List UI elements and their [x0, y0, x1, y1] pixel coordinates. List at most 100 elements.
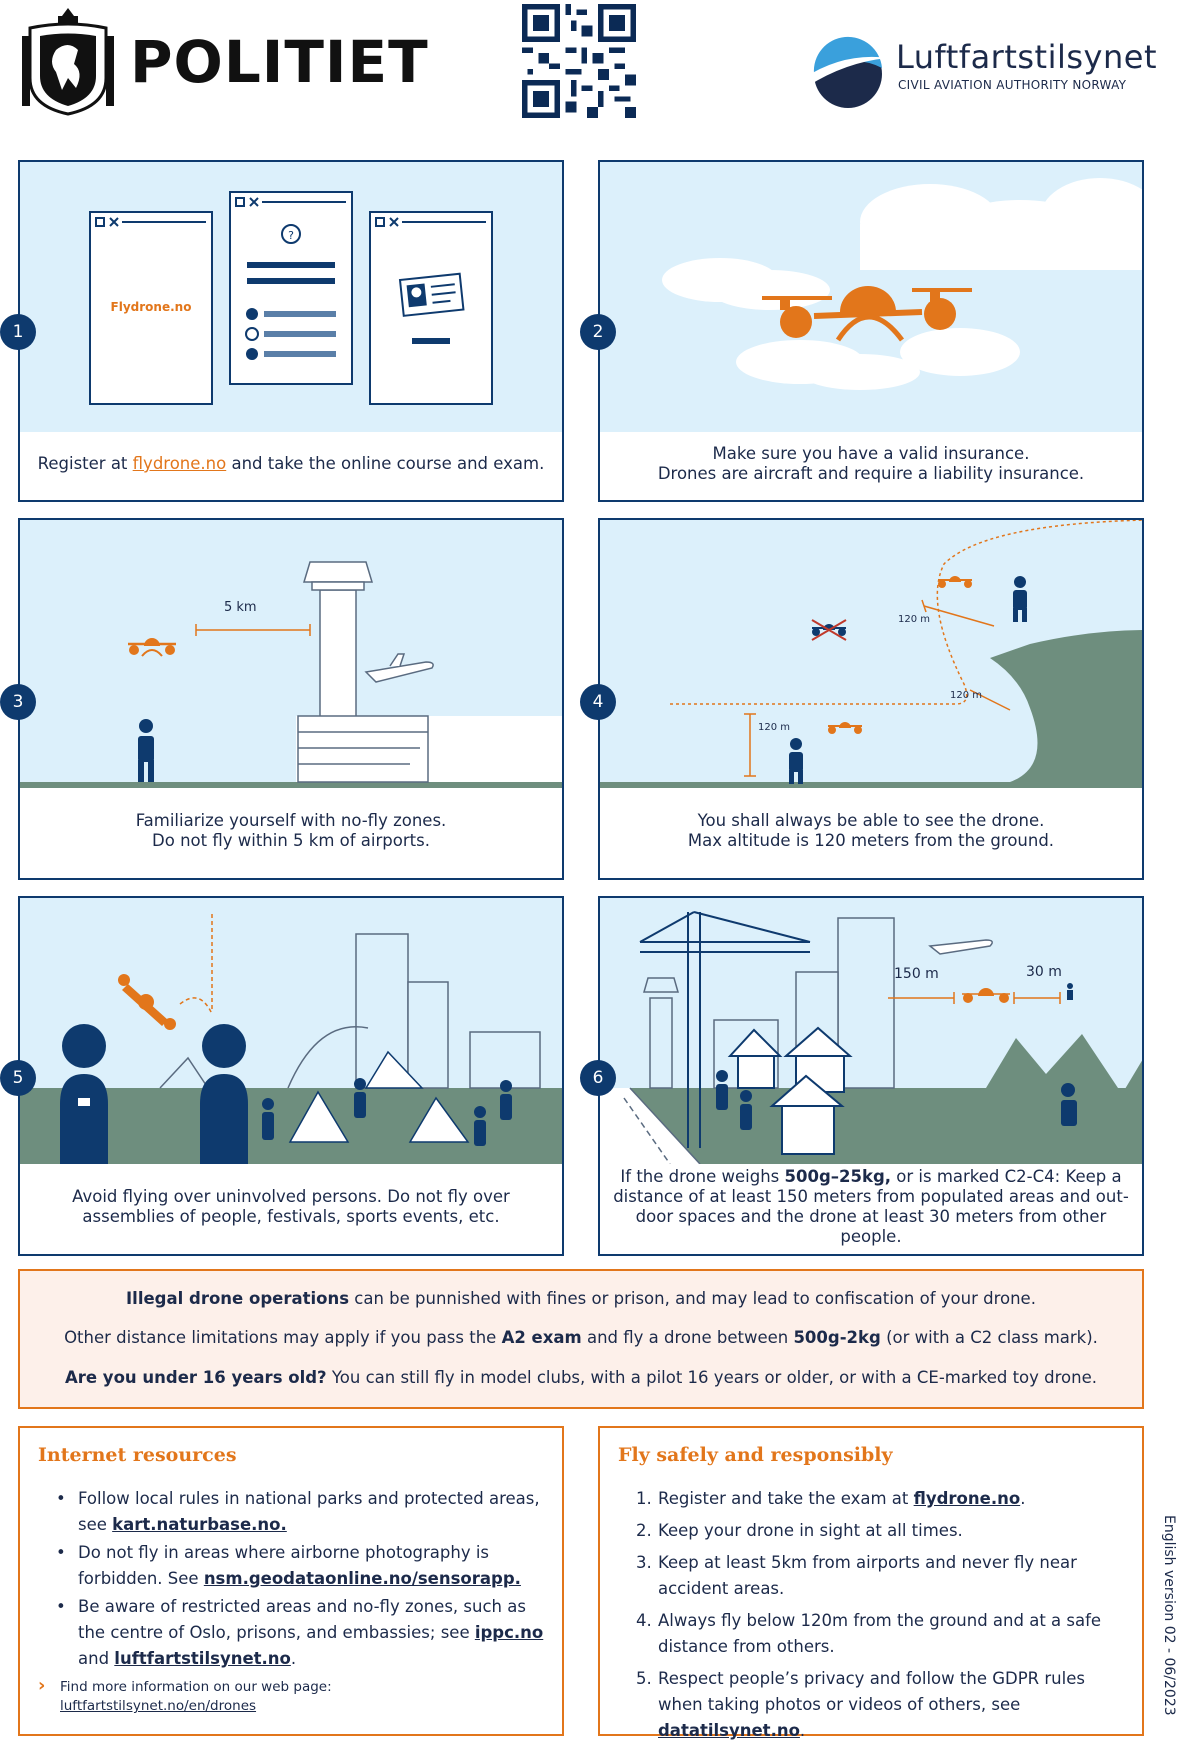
panel-4-illustration: 120 m 120 m 120 m	[600, 520, 1142, 788]
panel-1-caption: Register at flydrone.no and take the onl…	[20, 428, 562, 500]
notice-line-3: Are you under 16 years old? You can stil…	[20, 1368, 1142, 1387]
caption-text: Register at	[37, 454, 133, 473]
step-number-3: 3	[0, 684, 36, 720]
item-text: Do not fly in areas where airborne photo…	[78, 1543, 490, 1562]
datatilsynet-link[interactable]: datatilsynet.no	[658, 1721, 800, 1740]
caption-line: Make sure you have a valid insurance.	[712, 444, 1030, 463]
notice-text: (or with a C2 class mark).	[880, 1328, 1098, 1347]
list-item: •Do not fly in areas where airborne phot…	[56, 1543, 521, 1588]
svg-text:?: ?	[288, 229, 294, 242]
distance-30m-label: 30 m	[1026, 964, 1062, 980]
panel-3-illustration: 5 km	[20, 520, 562, 788]
list-item: 3. Keep at least 5km from airports and ne…	[618, 1550, 1124, 1602]
item-text: Always fly below 120m from the ground an…	[658, 1611, 1102, 1656]
qr-code	[522, 4, 636, 118]
list-item: •Follow local rules in national parks an…	[56, 1489, 540, 1534]
panel-2-caption: Make sure you have a valid insurance.Dro…	[600, 428, 1142, 500]
item-number: 2.	[636, 1521, 652, 1540]
notice-bold: Illegal drone operations	[126, 1289, 350, 1308]
internet-resources-title: Internet resources	[38, 1444, 237, 1466]
step-panel-6: 150 m 30 m If the drone weighs 500g–25kg…	[598, 896, 1144, 1256]
caption-text: If the drone weighs	[620, 1167, 785, 1186]
civil-aviation-authority-logo	[804, 36, 888, 108]
step-panel-5: Avoid flying over uninvolved persons. Do…	[18, 896, 564, 1256]
item-text: Keep at least 5km from airports and neve…	[658, 1553, 1077, 1598]
item-text: .	[1020, 1489, 1026, 1508]
item-text: and	[78, 1649, 115, 1668]
altitude-label-2: 120 m	[898, 614, 931, 625]
item-text: Keep your drone in sight at all times.	[658, 1521, 963, 1540]
fly-safely-title: Fly safely and responsibly	[618, 1444, 893, 1466]
distance-5km-label: 5 km	[224, 600, 257, 615]
authority-subtitle: CIVIL AVIATION AUTHORITY NORWAY	[898, 78, 1127, 92]
item-text: .	[290, 1649, 297, 1668]
step-number-6: 6	[580, 1060, 616, 1096]
panel-6-illustration: 150 m 30 m	[600, 898, 1142, 1164]
caption-line: You shall always be able to see the dron…	[697, 811, 1045, 830]
distance-150m-label: 150 m	[894, 966, 939, 982]
legal-notice-box: Illegal drone operations can be punnishe…	[18, 1269, 1144, 1409]
step-panel-3: 5 km Familiarize yourself with no-fly zo…	[18, 518, 564, 880]
caption-text: and take the online course and exam.	[226, 454, 545, 473]
item-text: Respect people’s privacy and follow the …	[658, 1669, 1085, 1714]
item-text: Follow local rules in national parks and…	[78, 1489, 540, 1508]
list-item: 5. Respect people’s privacy and follow th…	[618, 1666, 1124, 1744]
notice-text: can be punnished with fines or prison, a…	[349, 1289, 1036, 1308]
item-number: 1.	[636, 1489, 652, 1508]
header: POLITIET Luftfartstilsynet CIVIL AVIATIO…	[0, 0, 1200, 140]
item-text: the centre of Oslo, prisons, and embassi…	[78, 1623, 475, 1642]
version-label: English version 02 - 06/2023	[1161, 1515, 1177, 1716]
resources-list: •Follow local rules in national parks an…	[38, 1486, 544, 1674]
panel-6-caption: If the drone weighs 500g–25kg, or is mar…	[600, 1160, 1142, 1254]
step-panel-2: Make sure you have a valid insurance.Dro…	[598, 160, 1144, 502]
police-name: POLITIET	[130, 28, 429, 96]
list-item: 4.Always fly below 120m from the ground …	[618, 1608, 1124, 1660]
list-item: •Be aware of restricted areas and no-fly…	[56, 1597, 544, 1668]
notice-bold: A2 exam	[501, 1328, 582, 1347]
fly-safely-box: Fly safely and responsibly 1. Register an…	[598, 1426, 1144, 1740]
caption-line: Avoid flying over uninvolved persons. Do…	[72, 1187, 510, 1206]
notice-line-1: Illegal drone operations can be punnishe…	[20, 1289, 1142, 1308]
police-coat-of-arms-logo	[22, 8, 114, 116]
item-text: Register and take the exam at	[658, 1489, 914, 1508]
ippc-link[interactable]: ippc.no	[474, 1623, 544, 1642]
naturbase-link[interactable]: kart.naturbase.no.	[112, 1515, 287, 1534]
notice-line-2: Other distance limitations may apply if …	[20, 1328, 1142, 1347]
altitude-label-1: 120 m	[758, 722, 791, 733]
sensorapp-link[interactable]: nsm.geodataonline.no/sensorapp.	[203, 1569, 521, 1588]
notice-bold: 500g-2kg	[793, 1328, 881, 1347]
caption-line: assemblies of people, festivals, sports …	[82, 1207, 500, 1226]
step-number-4: 4	[580, 684, 616, 720]
more-info-text: Find more information on our web page:	[60, 1679, 332, 1695]
notice-bold: Are you under 16 years old?	[64, 1368, 327, 1387]
item-number: 5.	[636, 1669, 652, 1688]
drones-page-link[interactable]: luftfartstilsynet.no/en/drones	[60, 1698, 257, 1714]
safety-rules-list: 1. Register and take the exam at flydrone…	[618, 1486, 1124, 1750]
panel-4-caption: You shall always be able to see the dron…	[600, 784, 1142, 878]
step-number-1: 1	[0, 314, 36, 350]
item-text: Be aware of restricted areas and no-fly …	[78, 1597, 526, 1616]
panel-1-illustration: ? Flydrone.no	[20, 162, 562, 432]
item-number: 3.	[636, 1553, 652, 1572]
flydrone-link[interactable]: flydrone.no	[913, 1489, 1021, 1508]
flydrone-window-text: Flydrone.no	[110, 300, 192, 314]
authority-name: Luftfartstilsynet	[896, 38, 1157, 76]
panel-3-caption: Familiarize yourself with no-fly zones.D…	[20, 784, 562, 878]
item-text: .	[799, 1721, 806, 1740]
caption-line: Familiarize yourself with no-fly zones.	[135, 811, 447, 830]
step-panel-1: ? Flydrone.no Register at flydrone.no an…	[18, 160, 564, 502]
weight-range: 500g–25kg,	[784, 1167, 892, 1186]
notice-text: Other distance limitations may apply if …	[64, 1328, 502, 1347]
caption-line: Max altitude is 120 meters from the grou…	[687, 831, 1055, 850]
panel-2-illustration	[600, 162, 1142, 432]
internet-resources-box: Internet resources •Follow local rules i…	[18, 1426, 564, 1736]
notice-text: and fly a drone between	[581, 1328, 794, 1347]
caption-line: distance of at least 150 meters from pop…	[613, 1187, 1129, 1206]
caption-line: door spaces and the drone at least 30 me…	[635, 1207, 1107, 1246]
luftfartstilsynet-link[interactable]: luftfartstilsynet.no	[114, 1649, 291, 1668]
flydrone-link[interactable]: flydrone.no	[132, 454, 227, 473]
list-item: 1. Register and take the exam at flydrone…	[618, 1486, 1124, 1512]
step-number-5: 5	[0, 1060, 36, 1096]
list-item: 2. Keep your drone in sight at all times.	[618, 1518, 1124, 1544]
item-text: see	[78, 1515, 113, 1534]
